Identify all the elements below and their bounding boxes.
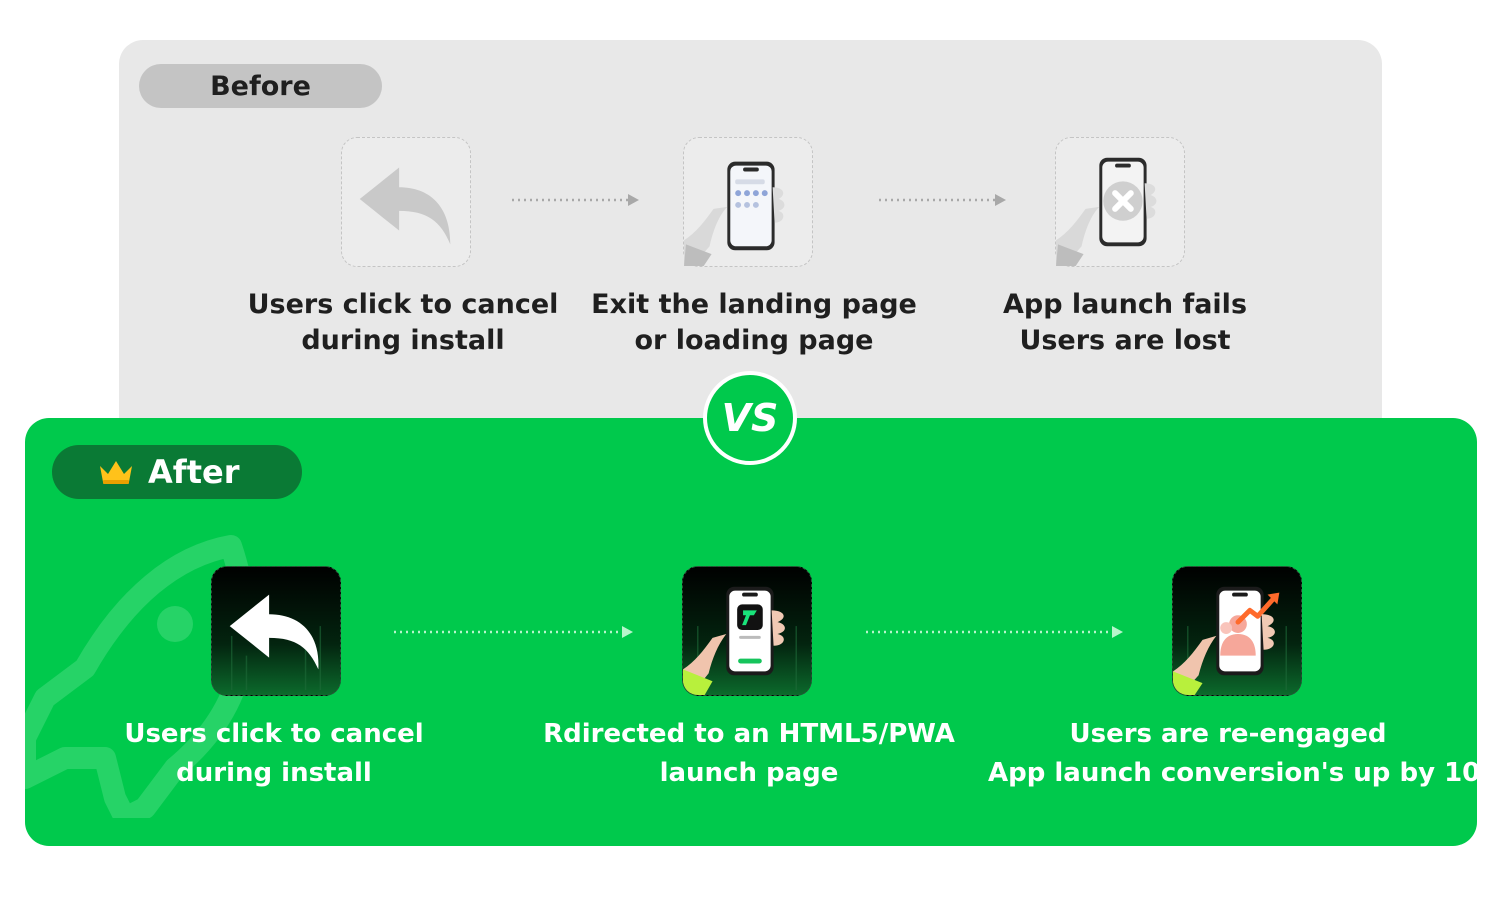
caption-line: launch page — [659, 758, 839, 788]
caption-line: Exit the landing page — [591, 289, 917, 320]
caption-line: Users click to cancel — [247, 289, 559, 320]
caption-line: Rdirected to an HTML5/PWA — [543, 719, 955, 749]
after-step-2-caption: Rdirected to an HTML5/PWA launch page — [509, 715, 989, 793]
vs-badge: VS — [703, 371, 797, 465]
before-step-2-caption: Exit the landing page or loading page — [564, 287, 944, 359]
before-label: Before — [139, 64, 382, 108]
hand-phone-icon — [684, 161, 785, 266]
before-step-2-icon-box — [683, 137, 813, 267]
caption-line: App launch fails — [1002, 289, 1248, 320]
caption-line: Users click to cancel — [124, 719, 424, 749]
after-step-3-caption: Users are re-engaged App launch conversi… — [988, 715, 1500, 793]
before-step-1-caption: Users click to cancel during install — [213, 287, 593, 359]
hand-phone-growth-icon — [1173, 586, 1287, 695]
after-label: After — [148, 453, 240, 491]
caption-line: Users are re-engaged — [1069, 719, 1387, 749]
crown-icon — [100, 461, 132, 484]
dotted-arrow-icon — [512, 194, 639, 206]
caption-line: during install — [176, 758, 372, 788]
dotted-arrow-icon — [394, 626, 633, 638]
caption-line: or loading page — [634, 325, 874, 356]
after-step-1-caption: Users click to cancel during install — [34, 715, 514, 793]
before-step-3-caption: App launch fails Users are lost — [935, 287, 1315, 359]
dotted-arrow-icon — [866, 626, 1123, 638]
caption-line: during install — [301, 325, 505, 356]
caption-line: App launch conversion's up by 10% — [988, 758, 1500, 788]
dotted-arrow-icon — [879, 194, 1006, 206]
before-step-3-icon-box — [1055, 137, 1185, 267]
caption-line: Users are lost — [1019, 325, 1231, 356]
after-step-1-icon-box — [211, 566, 341, 696]
after-step-3-icon-box — [1172, 566, 1302, 696]
back-arrow-icon — [359, 167, 451, 245]
hand-phone-app-icon — [683, 586, 797, 695]
before-step-1-icon-box — [341, 137, 471, 267]
back-arrow-icon — [229, 594, 322, 691]
hand-phone-x-icon — [1056, 157, 1157, 266]
after-step-2-icon-box — [682, 566, 812, 696]
after-label-pill: After — [52, 445, 302, 499]
